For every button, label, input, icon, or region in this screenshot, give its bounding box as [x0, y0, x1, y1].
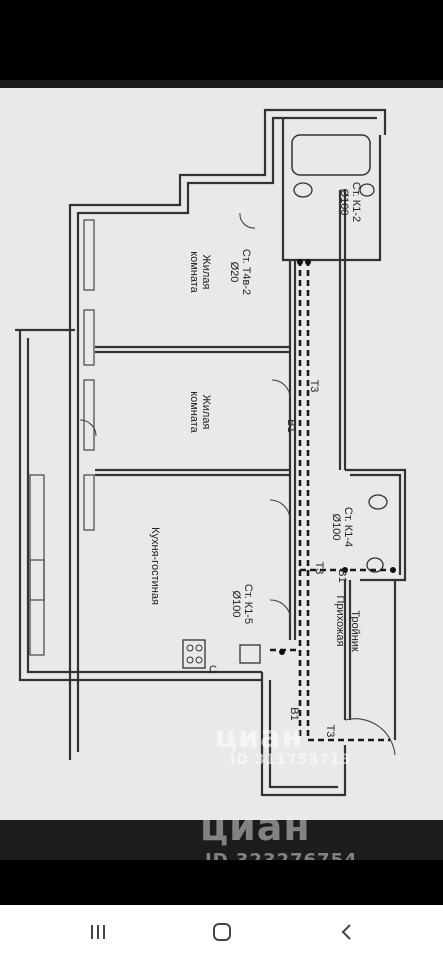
small-mark-label: C [209, 664, 217, 676]
riser-k1-2-label: Ст. К1-2 Ø100 [338, 181, 362, 223]
home-icon[interactable] [210, 923, 234, 943]
pipe-t3-upper-label: Т3 [308, 379, 320, 393]
watermark-id-1: ID 311753713 [230, 752, 352, 768]
watermark-logo-2: циан [200, 805, 311, 849]
riser-t4v2-label: Ст. Т4в-2 Ø20 [228, 248, 252, 296]
floor-plan-drawing [0, 80, 443, 860]
riser-k1-4-label: Ст. К1-4 Ø100 [330, 506, 354, 548]
android-nav-bar [0, 905, 443, 960]
hallway-label: Прихожая [334, 595, 346, 647]
riser-k1-5-label: Ст. К1-5 Ø100 [230, 583, 254, 625]
back-icon[interactable] [335, 923, 359, 943]
tee-label: Тройник [349, 610, 361, 652]
pipe-t3-lower-label: Т3 [324, 724, 336, 738]
recent-apps-icon[interactable] [86, 923, 110, 943]
bedroom-2-label: Жилая комната [188, 391, 212, 433]
bedroom-1-label: Жилая комната [188, 251, 212, 293]
pipe-v1-upper-label: В1 [285, 419, 297, 433]
floor-plan-photo: Жилая комната Жилая комната Кухня-гостин… [0, 80, 443, 860]
pipe-v1-mid-label: В1 [336, 569, 348, 583]
kitchen-living-label: Кухня-гостиная [149, 527, 161, 605]
watermark-logo-1: циан [215, 720, 304, 755]
watermark-id-2: ID 323276754 [205, 850, 358, 860]
pipe-t3-mid-label: Т3 [313, 561, 325, 575]
